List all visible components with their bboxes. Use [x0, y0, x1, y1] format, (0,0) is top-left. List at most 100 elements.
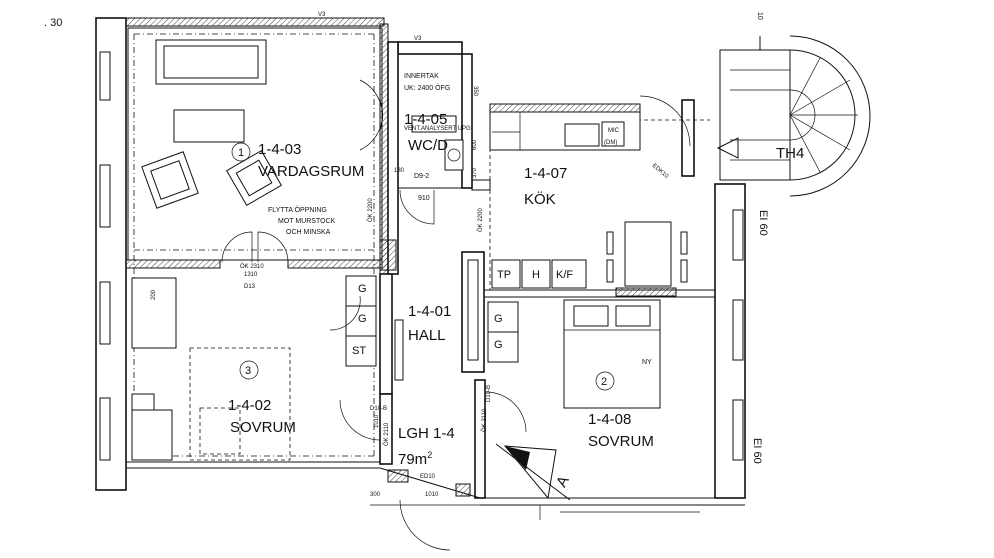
- label-v3-wc: V3: [414, 36, 422, 42]
- marker-circle-3: [239, 360, 259, 380]
- marker-2-label: 2: [601, 376, 607, 388]
- fixture-st-label: ST: [352, 345, 366, 357]
- fixture-g3-label: G: [494, 313, 503, 325]
- dim-10: 10: [756, 12, 763, 20]
- door-ok2110-left: ÖK 2110: [383, 422, 390, 446]
- room-code-kok: 1-4-07: [524, 165, 567, 182]
- toilet: [444, 139, 464, 171]
- bed-left: [189, 347, 291, 461]
- vent-unit: [411, 115, 457, 133]
- dim-300: 300: [370, 492, 381, 498]
- door-d9: D9-2: [414, 173, 429, 180]
- door-ed1010: 1010: [425, 492, 439, 498]
- wc-fixtures: [411, 115, 464, 171]
- window-right-3: [732, 399, 744, 461]
- unit-label: LGH 1-4: [398, 425, 455, 442]
- note-innertak-2: UK: 2400 ÖFG: [404, 84, 450, 92]
- chimney: [379, 239, 397, 271]
- door-ok2200-right: ÖK 2200: [477, 208, 484, 232]
- room-name-hall: HALL: [408, 327, 446, 344]
- door-d910: 910: [418, 195, 430, 202]
- entry-details: [370, 467, 700, 520]
- bedroom-left-furniture: [131, 277, 291, 461]
- dim-600: 600: [472, 139, 478, 150]
- note-ny: NY: [642, 359, 652, 366]
- stair-label: TH4: [776, 145, 804, 162]
- room-name-sovrum-left: SOVRUM: [230, 419, 296, 436]
- fixture-h-label: H: [532, 269, 540, 281]
- coffee-table: [173, 109, 245, 143]
- bedroom-right-furniture: [563, 299, 661, 409]
- door-ed10: ED10: [420, 474, 436, 480]
- door-swings: [221, 79, 691, 551]
- ei60-lower: EI 60: [751, 438, 763, 464]
- kitchen-fixtures: [489, 111, 688, 289]
- door-d1010-left: 1010: [374, 414, 380, 428]
- room-name-vardagsrum: VARDAGSRUM: [258, 163, 364, 180]
- note-flytta-2: MOT MURSTOCK: [278, 218, 336, 225]
- ei60-upper: EI 60: [757, 210, 769, 236]
- sink: [564, 123, 600, 147]
- room-code-sovrum-left: 1-4-02: [228, 397, 271, 414]
- window-left-3: [99, 281, 111, 345]
- corner-label: . 30: [44, 17, 62, 29]
- dim-200: 200: [151, 289, 157, 300]
- door-d10b-left: D10-B: [370, 406, 387, 412]
- armchair-2: [225, 149, 283, 207]
- exterior-walls: [95, 17, 746, 506]
- fixture-tp: [491, 259, 521, 289]
- wardrobe-g4: [487, 331, 519, 363]
- fixture-tp-label: TP: [497, 269, 511, 281]
- note-ventanal: VENT.ANALYSERT UPG: [404, 126, 471, 132]
- door-d13: D13: [244, 284, 256, 290]
- unit-area: 79m2: [398, 450, 432, 468]
- note-flytta-3: OCH MINSKA: [286, 229, 331, 236]
- wardrobe-g1: [345, 275, 377, 307]
- window-left-4: [99, 397, 111, 461]
- fixture-kf-label: K/F: [556, 269, 573, 281]
- window-right-2: [732, 299, 744, 361]
- room-name-kok: KÖK: [524, 190, 556, 208]
- desk: [131, 277, 177, 349]
- note-flytta-1: FLYTTA ÖPPNING: [268, 206, 327, 214]
- wardrobe-g3: [487, 301, 519, 333]
- fixture-mic-label: MIC: [608, 128, 620, 134]
- fixture-g4-label: G: [494, 339, 503, 351]
- hall-wardrobes: [345, 275, 519, 367]
- fixture-g1-label: G: [358, 283, 367, 295]
- living-room-furniture: [141, 39, 283, 209]
- room-code-wc: 1-4-05: [404, 111, 447, 128]
- dining-table: [624, 221, 672, 287]
- marker-circle-2: [595, 371, 615, 391]
- window-left-2: [99, 164, 111, 228]
- fixture-g2-label: G: [358, 313, 367, 325]
- room-code-vardagsrum: 1-4-03: [258, 141, 301, 158]
- door-d10b-right: D10-B: [486, 385, 492, 402]
- room-code-hall: 1-4-01: [408, 303, 451, 320]
- marker-3-label: 3: [245, 365, 251, 377]
- section-label: A: [553, 473, 573, 490]
- window-right-1: [732, 209, 744, 261]
- fixture-kf: [551, 259, 587, 289]
- fixture-dm-label: (DM): [604, 140, 617, 146]
- room-name-wc: WC/D: [408, 137, 448, 154]
- door-edk10: EDK10: [651, 163, 670, 180]
- dim-350: 350: [472, 86, 478, 97]
- window-left-1: [99, 51, 111, 101]
- wardrobe-g2: [345, 305, 377, 337]
- note-innertak-1: INNERTAK: [404, 73, 439, 80]
- label-v3-top: V3: [318, 12, 326, 18]
- room-name-sovrum-right: SOVRUM: [588, 433, 654, 450]
- dim-370: 370: [472, 167, 478, 178]
- room-code-sovrum-right: 1-4-08: [588, 411, 631, 428]
- door-ok2310: ÖK 2310: [240, 263, 264, 270]
- marker-1-label: 1: [238, 147, 244, 159]
- marker-circle-1: [231, 142, 251, 162]
- armchair-1: [141, 151, 199, 209]
- interior-walls: [125, 23, 715, 499]
- door-ok2110-right: ÖK 2110: [481, 408, 488, 432]
- stair: [716, 35, 871, 197]
- wardrobe-st: [345, 335, 377, 367]
- dim-180: 180: [394, 168, 405, 174]
